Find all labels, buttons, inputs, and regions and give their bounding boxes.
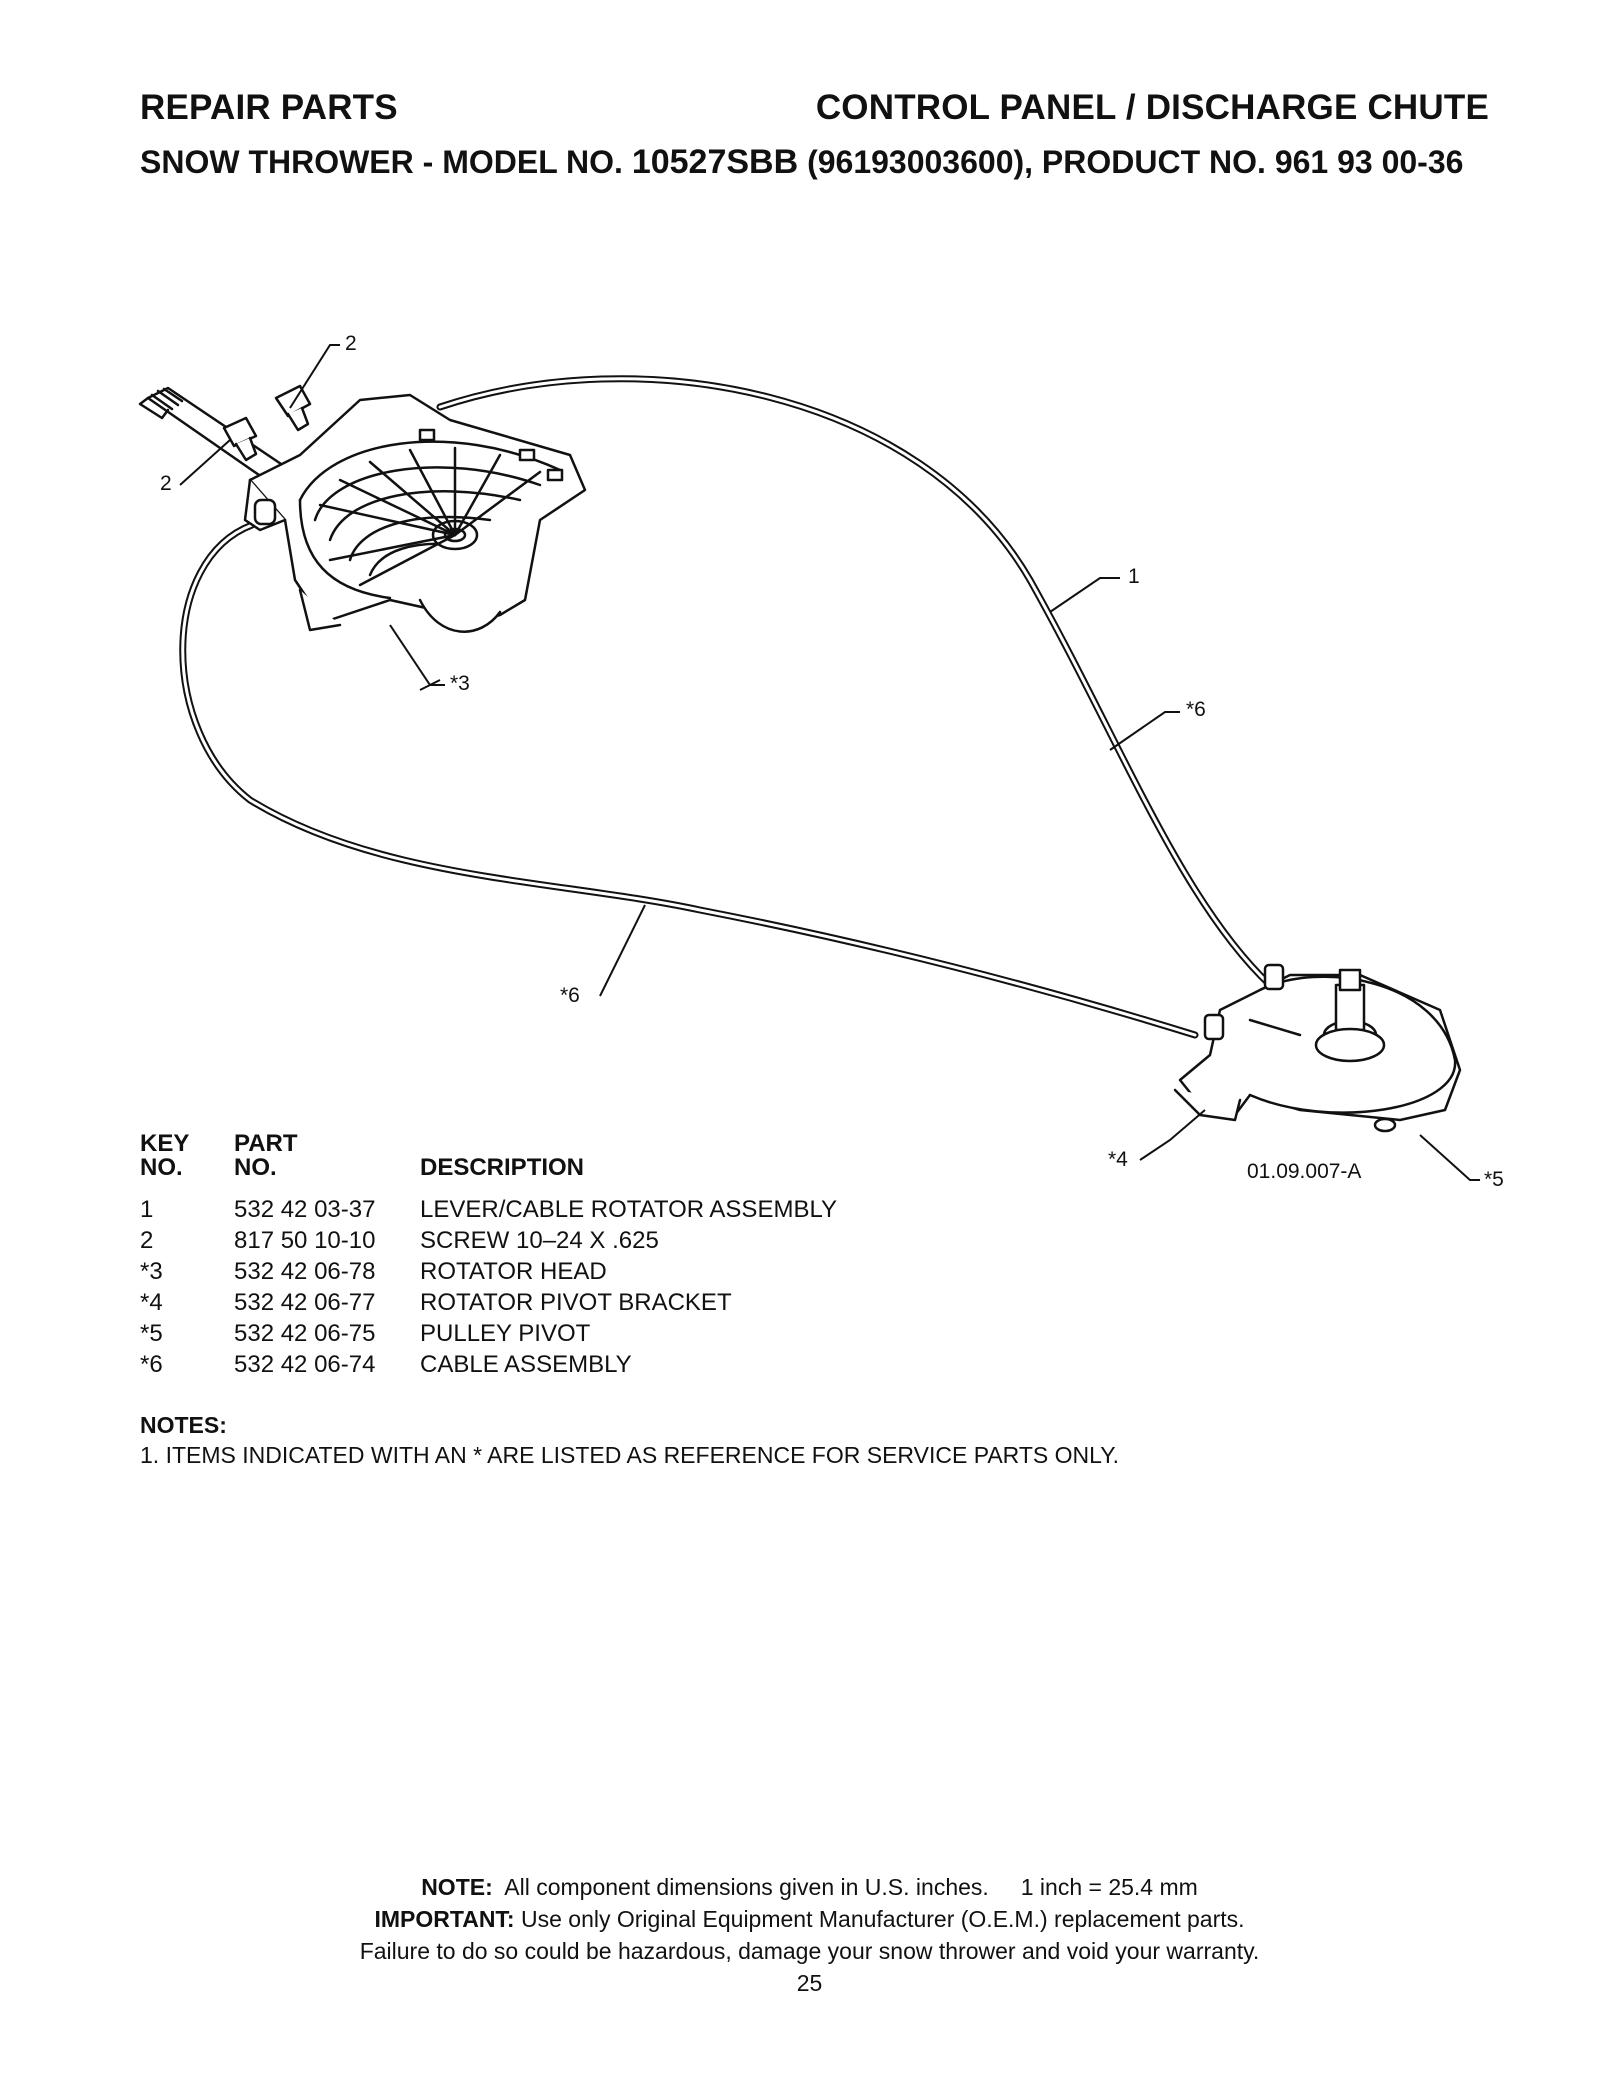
row-key: *3 — [140, 1258, 163, 1285]
subtitle-prefix: SNOW THROWER - MODEL NO. — [140, 144, 632, 180]
page-number: 25 — [796, 1970, 823, 1996]
row-key: 1 — [140, 1196, 154, 1223]
note-text: All component dimensions given in U.S. i… — [492, 1874, 1198, 1900]
row-key: *4 — [140, 1289, 163, 1316]
leader-6-right — [1109, 711, 1180, 751]
footer-warning: Failure to do so could be hazardous, dam… — [359, 1938, 1260, 1964]
page-topic-title: CONTROL PANEL / DISCHARGE CHUTE — [815, 88, 1489, 127]
model-number: 10527SBB — [631, 143, 799, 181]
callout-3: *3 — [450, 672, 470, 695]
rotator-head-housing — [243, 393, 587, 633]
row-key: *6 — [140, 1351, 163, 1378]
leader-3 — [389, 624, 445, 686]
leader-1 — [1049, 577, 1120, 613]
footer-note: NOTE: All component dimensions given in … — [0, 1874, 1619, 1901]
leader-4 — [1139, 1109, 1206, 1161]
row-part: 817 50 10-10 — [234, 1227, 376, 1254]
callout-4: *4 — [1108, 1148, 1128, 1171]
callout-2-top: 2 — [345, 332, 357, 355]
note-item: 1. ITEMS INDICATED WITH AN * ARE LISTED … — [140, 1442, 1119, 1468]
row-key: 2 — [140, 1227, 154, 1254]
row-desc: PULLEY PIVOT — [420, 1320, 591, 1347]
leader-2-top — [289, 344, 340, 409]
screw-left — [222, 416, 258, 462]
note-label: NOTE: — [421, 1874, 493, 1900]
callout-6-right: *6 — [1186, 698, 1206, 721]
callout-1: 1 — [1128, 565, 1140, 588]
leader-2-left — [179, 439, 231, 486]
row-desc: ROTATOR PIVOT BRACKET — [420, 1289, 732, 1316]
important-label: IMPORTANT: — [374, 1906, 515, 1932]
row-desc: ROTATOR HEAD — [420, 1258, 607, 1285]
important-text: Use only Original Equipment Manufacturer… — [514, 1906, 1245, 1932]
row-part: 532 42 06-75 — [234, 1320, 376, 1347]
pivot-bracket — [1173, 963, 1462, 1133]
callout-5: *5 — [1484, 1168, 1504, 1191]
row-desc: SCREW 10–24 X .625 — [420, 1227, 659, 1254]
section-title: REPAIR PARTS — [140, 88, 398, 127]
leader-6-left — [599, 904, 646, 997]
col-header-key: KEY NO. — [140, 1130, 190, 1181]
row-part: 532 42 06-77 — [234, 1289, 376, 1316]
callout-2-left: 2 — [160, 472, 172, 495]
col-header-part: PART NO. — [234, 1130, 298, 1181]
row-part: 532 42 03-37 — [234, 1196, 376, 1223]
rotator-rod — [138, 386, 292, 486]
row-key: *5 — [140, 1320, 163, 1347]
cable-assembly — [179, 375, 1274, 1039]
leader-5 — [1419, 1134, 1480, 1181]
notes-title: NOTES: — [140, 1412, 227, 1438]
callout-6-left: *6 — [560, 984, 580, 1007]
screw-top — [274, 384, 312, 432]
footer-important: IMPORTANT: Use only Original Equipment M… — [0, 1906, 1619, 1933]
drawing-id: 01.09.007-A — [1247, 1160, 1362, 1183]
row-part: 532 42 06-74 — [234, 1351, 376, 1378]
col-header-description: DESCRIPTION — [420, 1154, 585, 1181]
subtitle-suffix: (96193003600), PRODUCT NO. 961 93 00-36 — [798, 144, 1464, 180]
row-desc: LEVER/CABLE ROTATOR ASSEMBLY — [420, 1196, 838, 1223]
row-part: 532 42 06-78 — [234, 1258, 376, 1285]
model-subtitle: SNOW THROWER - MODEL NO. 10527SBB (96193… — [140, 143, 1463, 182]
row-desc: CABLE ASSEMBLY — [420, 1351, 632, 1378]
